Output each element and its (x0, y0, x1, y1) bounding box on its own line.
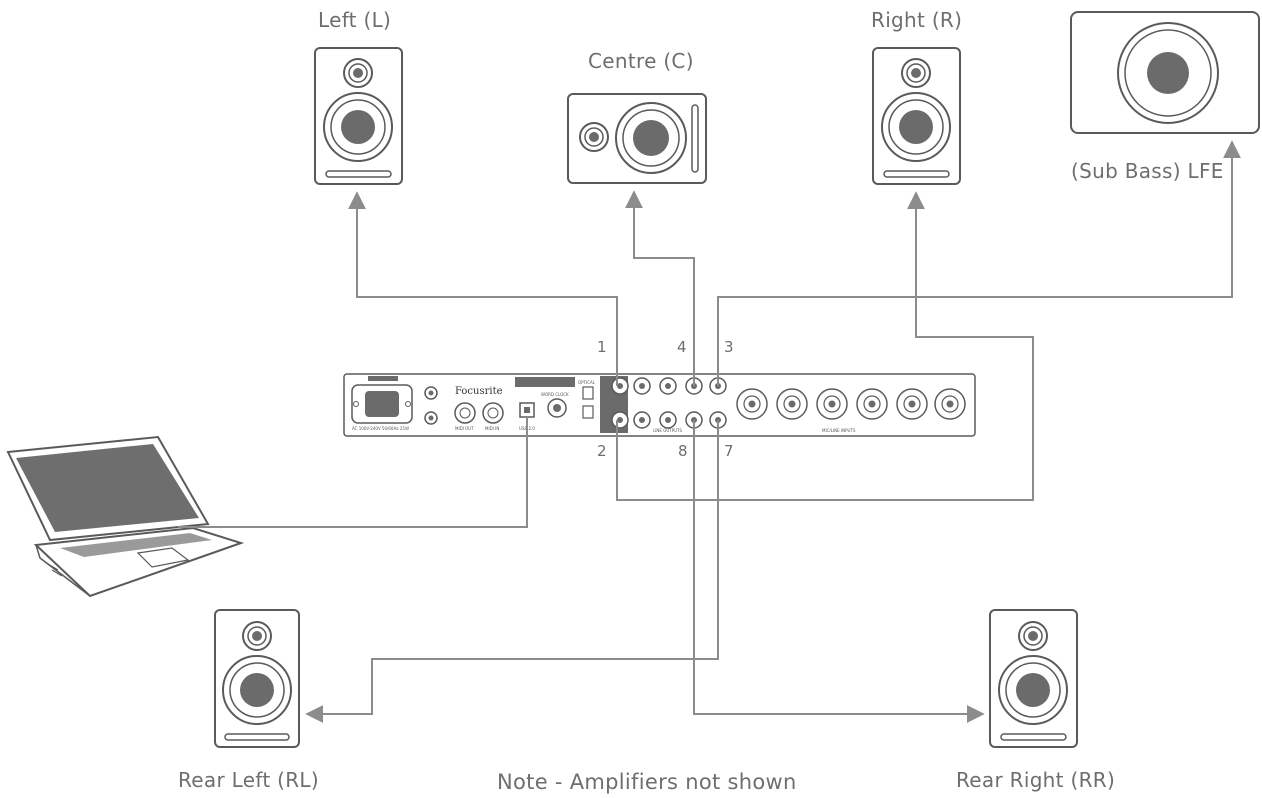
output-number-1: 1 (597, 338, 607, 356)
speaker-centre (567, 93, 707, 184)
midi-out-label: MIDI OUT (455, 426, 474, 431)
note-text: Note - Amplifiers not shown (497, 770, 797, 794)
cable-usb (178, 417, 528, 528)
cable-centre (625, 190, 695, 386)
laptop (6, 435, 245, 598)
audio-interface: AC 100V-240V 50/60Hz 25W Focusrite MIDI … (343, 373, 976, 437)
mic-line-inputs-label: MIC/LINE INPUTS (822, 428, 856, 433)
label-left: Left (L) (318, 8, 392, 32)
speaker-rear-left (214, 609, 300, 748)
label-rear-right: Rear Right (RR) (956, 768, 1116, 792)
cables (178, 140, 1241, 723)
label-centre: Centre (C) (588, 49, 694, 73)
output-number-7: 7 (724, 442, 734, 460)
cable-left (348, 191, 618, 386)
word-clock-label: WORD CLOCK (541, 392, 569, 397)
cable-sub (717, 140, 1241, 386)
optical-label: OPTICAL (578, 380, 596, 385)
cable-rear-left (305, 420, 719, 723)
line-outputs-label: LINE OUTPUTS (653, 428, 683, 433)
speaker-rear-right (989, 609, 1078, 748)
speaker-right (872, 47, 961, 185)
label-sub: (Sub Bass) LFE (1071, 159, 1224, 183)
output-number-2: 2 (597, 442, 607, 460)
output-number-3: 3 (724, 338, 734, 356)
brand-label: Focusrite (455, 386, 503, 397)
label-right: Right (R) (871, 8, 963, 32)
label-rear-left: Rear Left (RL) (178, 768, 319, 792)
output-number-4: 4 (677, 338, 687, 356)
output-number-8: 8 (678, 442, 688, 460)
cable-right (616, 191, 1034, 501)
cable-rear-right (693, 420, 985, 723)
midi-in-label: MIDI IN (485, 426, 499, 431)
svg-text:AC 100V-240V 50/60Hz 25W: AC 100V-240V 50/60Hz 25W (352, 426, 409, 431)
speaker-sub (1070, 11, 1260, 134)
speaker-left (314, 47, 403, 185)
